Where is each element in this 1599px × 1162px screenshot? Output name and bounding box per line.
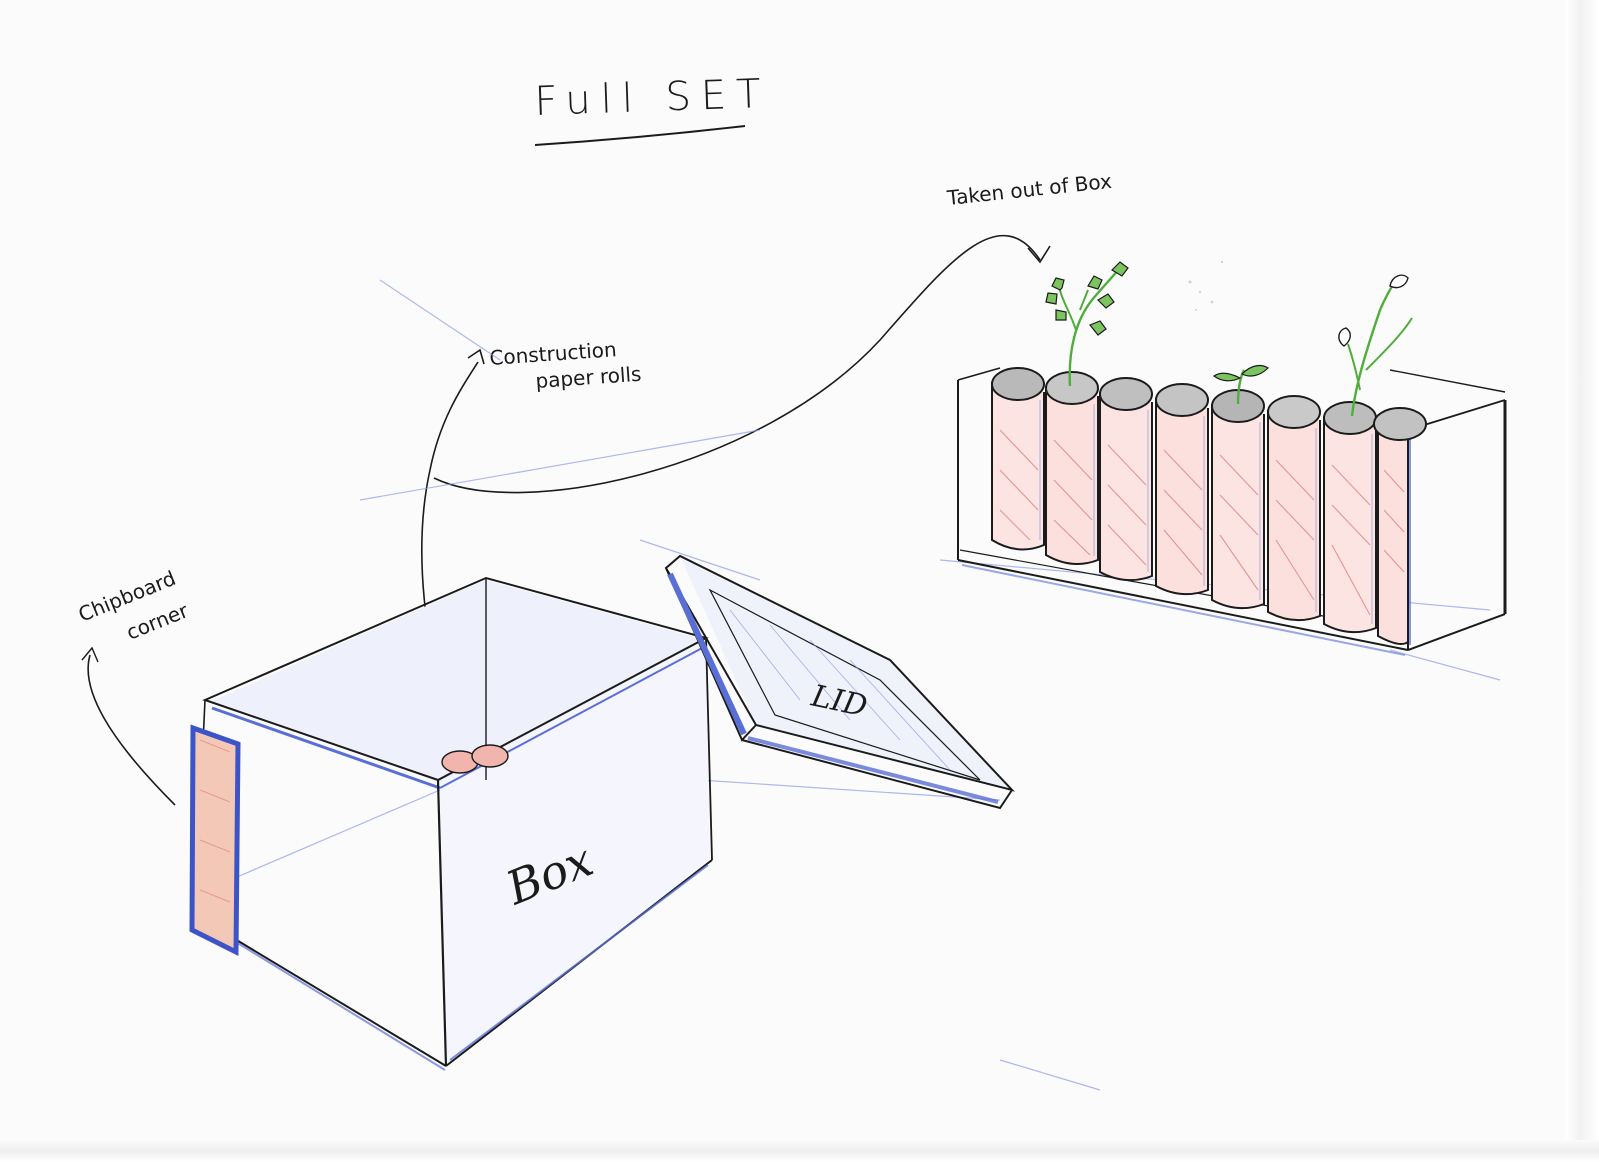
pencil-specks xyxy=(1189,261,1224,311)
box-drawing xyxy=(192,578,712,1070)
title-text: Full SET xyxy=(534,71,772,125)
rolls-arrowhead xyxy=(468,350,484,364)
title-underline xyxy=(535,126,745,145)
paper-rolls xyxy=(992,368,1426,644)
taken-out-label: Taken out of Box xyxy=(945,169,1113,210)
rolls-label-line2: paper rolls xyxy=(535,362,643,393)
lid-drawing xyxy=(666,556,1012,808)
chipboard-leader-line xyxy=(88,655,175,805)
